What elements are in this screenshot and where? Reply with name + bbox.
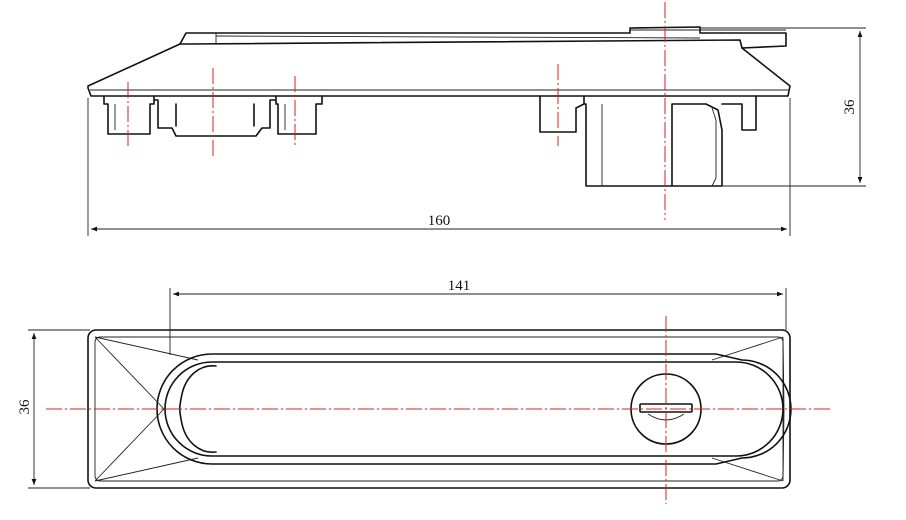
dim-141-label: 141 [448,278,471,294]
dim-36-side-label: 36 [842,99,858,115]
side-lock-cam [721,95,757,131]
side-lock-pin [539,95,585,133]
side-boss-middle-inner [175,103,255,127]
side-view: 160 36 [87,2,866,236]
dim-160-label: 160 [428,213,451,229]
top-view: 141 36 [17,278,830,504]
side-lock-body [583,103,723,187]
top-flange-bevel-lines [94,336,785,482]
top-handle-inner [164,361,784,457]
dim-36-top-label: 36 [17,399,33,415]
side-plate-bevel [215,35,701,39]
side-handle-plate [179,26,787,49]
side-boss-right [275,95,323,135]
side-lock-cam-detail [711,107,717,187]
top-handle-outer [156,353,792,465]
side-boss-middle [153,99,277,137]
side-boss-left [103,95,155,135]
side-base-flange [87,39,791,97]
